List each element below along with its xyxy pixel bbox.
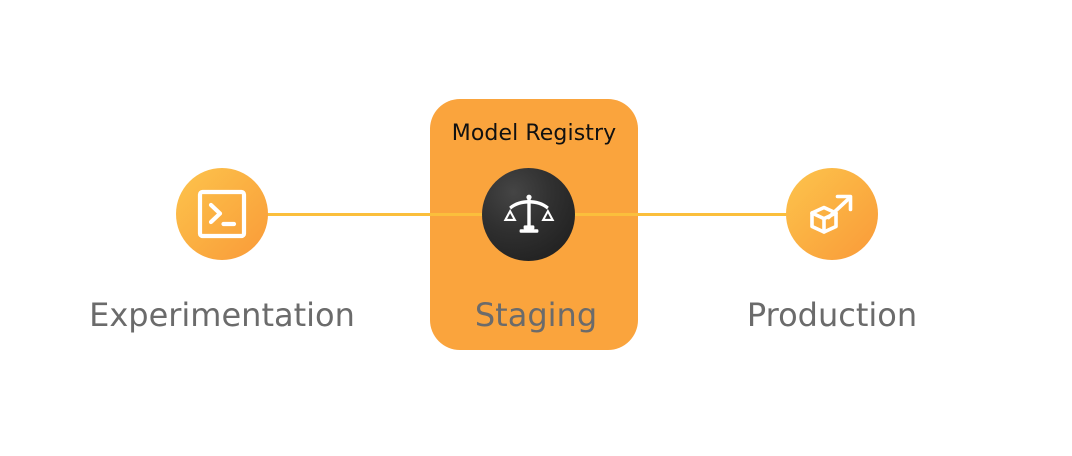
staging-card[interactable]: Model Registry [430, 99, 638, 350]
stage-label-production: Production [746, 296, 918, 334]
scales-of-justice-icon [503, 189, 555, 241]
stage-label-staging: Staging [474, 296, 598, 334]
connector-experimentation-to-staging [252, 213, 448, 216]
connector-staging-to-production [620, 213, 820, 216]
stage-node-production[interactable] [786, 168, 878, 260]
cube-arrow-icon [804, 186, 860, 242]
stage-node-experimentation[interactable] [176, 168, 268, 260]
model-registry-title: Model Registry [451, 121, 617, 146]
terminal-icon [194, 186, 250, 242]
model-registry-node[interactable] [482, 168, 575, 261]
stage-label-experimentation: Experimentation [89, 296, 355, 334]
